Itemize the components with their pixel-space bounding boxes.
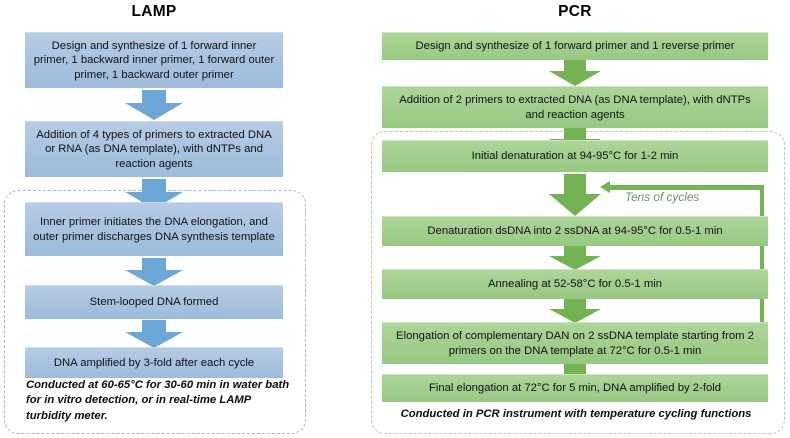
lamp-step-1-box: Design and synthesize of 1 forward inner… — [25, 32, 283, 88]
lamp-step-4-label: Stem-looped DNA formed — [89, 296, 219, 309]
pcr-step-1-label: Design and synthesize of 1 forward prime… — [415, 40, 735, 53]
lamp-step-4-box: Stem-looped DNA formed — [25, 285, 283, 319]
lamp-step-3-label: Inner primer initiates the DNA elongatio… — [33, 215, 275, 243]
lamp-step-1-label: Design and synthesize of 1 forward inner… — [33, 39, 275, 81]
pcr-arrow-1-to-2 — [546, 60, 604, 86]
pcr-arrow-4-to-5 — [546, 246, 604, 270]
pcr-step-7-label: Final elongation at 72°C for 5 min, DNA … — [428, 382, 722, 395]
pcr-step-3-label: Initial denaturation at 94-95°C for 1-2 … — [471, 150, 679, 163]
pcr-step-2-label: Addition of 2 primers to extracted DNA (… — [399, 93, 751, 121]
pcr-step-1-box: Design and synthesize of 1 forward prime… — [382, 32, 768, 60]
pcr-step-6-box: Elongation of complementary DAN on 2 ssD… — [382, 322, 768, 364]
pcr-step-6-label: Elongation of complementary DAN on 2 ssD… — [396, 329, 754, 357]
pcr-arrow-3-to-4 — [546, 174, 604, 216]
pcr-step-5-label: Annealing at 52-58°C for 0.5-1 min — [487, 278, 663, 291]
pcr-step-3-box: Initial denaturation at 94-95°C for 1-2 … — [382, 140, 768, 172]
lamp-step-3-box: Inner primer initiates the DNA elongatio… — [25, 202, 283, 256]
lamp-step-5-box: DNA amplified by 3-fold after each cycle — [25, 347, 283, 378]
lamp-arrow-1-to-2 — [125, 90, 183, 120]
pcr-step-5-box: Annealing at 52-58°C for 0.5-1 min — [382, 269, 768, 299]
lamp-step-2-box: Addition of 4 types of primers to extrac… — [25, 121, 283, 177]
pcr-arrow-5-to-6 — [546, 299, 604, 323]
lamp-step-2-label: Addition of 4 types of primers to extrac… — [36, 128, 272, 170]
lamp-step-5-label: DNA amplified by 3-fold after each cycle — [53, 356, 255, 369]
pcr-caption: Conducted in PCR instrument with tempera… — [400, 408, 752, 420]
lamp-caption: Conducted at 60-65°C for 30-60 min in wa… — [26, 379, 290, 422]
pcr-step-7-box: Final elongation at 72°C for 5 min, DNA … — [382, 374, 768, 402]
pcr-step-2-box: Addition of 2 primers to extracted DNA (… — [382, 86, 768, 128]
pcr-cycle-label: Tens of cycles — [625, 190, 700, 204]
column-title-lamp: LAMP — [131, 3, 177, 20]
lamp-arrow-3-to-4 — [125, 258, 183, 286]
pcr-step-4-label: Denaturation dsDNA into 2 ssDNA at 94-95… — [427, 225, 723, 238]
column-title-pcr: PCR — [558, 3, 592, 20]
lamp-arrow-4-to-5 — [125, 320, 183, 348]
pcr-step-4-box: Denaturation dsDNA into 2 ssDNA at 94-95… — [382, 216, 768, 246]
